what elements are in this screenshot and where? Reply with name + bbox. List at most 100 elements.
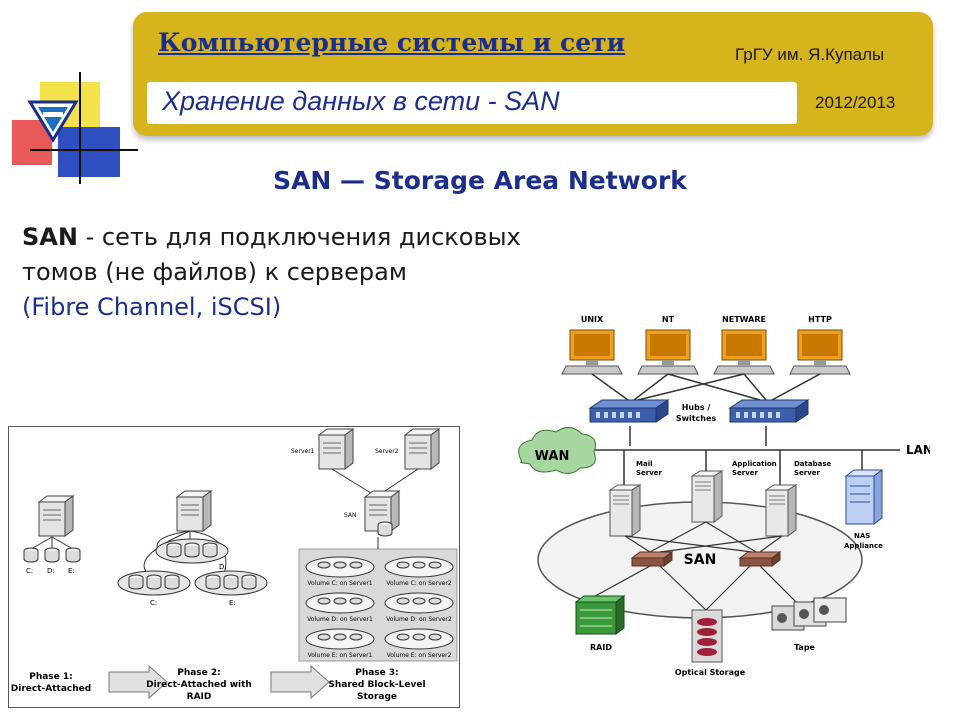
nas-label-2: Appliance — [844, 542, 883, 550]
raid-d-label: D: — [219, 563, 227, 571]
raid-e-label: E: — [229, 599, 236, 607]
raid-c-label: C: — [150, 599, 157, 607]
phase1-drive-d: D: — [47, 567, 55, 575]
tape-storage-icon — [771, 597, 847, 631]
volume-disk-icon — [428, 633, 442, 641]
university-name: ГрГУ им. Я.Купалы — [735, 45, 885, 64]
volume-disk-icon — [412, 597, 426, 605]
phase2-line2: Direct-Attached with — [146, 680, 252, 690]
san-switch-1-icon — [631, 551, 673, 567]
definition-text-2: томов (не файлов) к серверам — [22, 258, 407, 286]
raid-label: RAID — [590, 643, 612, 652]
volume-disk-icon — [333, 597, 347, 605]
university-logo-icon — [12, 72, 138, 184]
raid-storage-icon — [574, 595, 626, 635]
volume-disk-icon — [412, 561, 426, 569]
optical-storage-label: Optical Storage — [675, 668, 746, 677]
phase3-line3: Storage — [357, 692, 397, 702]
raid-d-disk-icon — [184, 542, 200, 558]
client-label-netware: NETWARE — [722, 315, 766, 324]
phase3-line2: Shared Block-Level — [328, 680, 425, 690]
volume-group: Volume E: on Server2 — [384, 628, 454, 659]
volume-disk-icon — [349, 597, 363, 605]
volume-disk-icon — [428, 561, 442, 569]
volume-disk-icon — [428, 597, 442, 605]
volume-disk-icon — [333, 633, 347, 641]
definition-technologies: (Fibre Channel, iSCSI) — [22, 293, 282, 321]
phase3-title: Phase 3: — [355, 668, 399, 678]
raid-c-disk-icon — [128, 574, 144, 590]
phase1-title: Phase 1: — [29, 672, 73, 682]
definition-term: SAN — [22, 223, 78, 251]
course-title: Компьютерные системы и сети — [158, 28, 626, 57]
nt-computer-icon — [637, 329, 699, 375]
phase2-line3: RAID — [187, 692, 212, 702]
san-definition: SAN - сеть для подключения дисковых томо… — [22, 220, 642, 325]
nas-appliance-icon — [844, 469, 884, 525]
volume-disk-icon — [396, 633, 410, 641]
volume-group: Volume D: on Server2 — [384, 592, 454, 623]
phase2-server-icon — [176, 490, 212, 532]
volume-label: Volume C: on Server1 — [307, 580, 372, 587]
nas-label-1: NAS — [854, 532, 870, 540]
mail-server-icon — [609, 484, 641, 537]
raid-e-disk-icon — [241, 574, 257, 590]
definition-text-1: - сеть для подключения дисковых — [77, 223, 521, 251]
phase1-disk-e-icon — [65, 547, 81, 563]
san-label: SAN — [684, 552, 717, 568]
volume-label: Volume C: on Server2 — [386, 580, 451, 587]
topic-title: Хранение данных в сети - SAN — [162, 86, 560, 116]
volume-group: Volume E: on Server1 — [305, 628, 375, 659]
volumes-grid: Volume C: on Server1 Volume C: on Server2… — [305, 556, 454, 659]
mail-server-label-2: Server — [636, 469, 663, 477]
db-server-label-1: Database — [794, 460, 832, 468]
san-network-diagram: UNIX NT NETWARE HTTP Hubs / Switches WAN… — [518, 315, 930, 677]
wan-cloud-icon — [518, 427, 596, 474]
app-server-label-1: Application — [732, 460, 777, 468]
san-small-label: SAN — [344, 512, 357, 519]
academic-year: 2012/2013 — [815, 93, 896, 112]
volume-disk-icon — [317, 633, 331, 641]
phase2-title: Phase 2: — [177, 668, 221, 678]
app-server-label-2: Server — [732, 469, 759, 477]
volume-disk-icon — [349, 561, 363, 569]
volume-label: Volume D: on Server1 — [307, 616, 373, 623]
http-computer-icon — [789, 329, 851, 375]
hub-switch-2-icon — [729, 399, 809, 423]
phase1-drive-c: C: — [26, 567, 33, 575]
san-disk-icon — [377, 521, 393, 537]
server2-icon — [404, 428, 440, 470]
volume-group: Volume D: on Server1 — [305, 592, 375, 623]
volume-disk-icon — [396, 597, 410, 605]
volume-label: Volume E: on Server2 — [387, 652, 452, 659]
phase1-name: Direct-Attached — [11, 684, 91, 694]
hubs-label-2: Switches — [676, 414, 717, 423]
volume-label: Volume E: on Server1 — [308, 652, 373, 659]
server1-label: Server1 — [291, 448, 315, 455]
server2-label: Server2 — [375, 448, 399, 455]
server1-icon — [318, 428, 354, 470]
raid-c-disk-icon — [146, 574, 162, 590]
san-switch-2-icon — [739, 551, 781, 567]
topic-box — [147, 82, 797, 124]
volume-group: Volume C: on Server1 — [305, 556, 375, 587]
optical-storage-icon — [691, 609, 723, 663]
wan-label: WAN — [535, 449, 570, 464]
unix-computer-icon — [561, 329, 623, 375]
client-label-http: HTTP — [808, 315, 832, 324]
volume-disk-icon — [333, 561, 347, 569]
application-server-icon — [691, 470, 723, 523]
storage-phases-diagram: C: D: E: D: C: E: Server1 Server2 SAN Vo… — [8, 426, 460, 708]
phase-arrow-2-icon — [270, 665, 330, 699]
volume-disk-icon — [412, 633, 426, 641]
lan-label: LAN — [906, 443, 930, 457]
client-label-nt: NT — [662, 315, 675, 324]
volume-disk-icon — [396, 561, 410, 569]
volume-disk-icon — [317, 561, 331, 569]
volume-label: Volume D: on Server2 — [386, 616, 452, 623]
database-server-icon — [765, 484, 797, 537]
raid-e-disk-icon — [223, 574, 239, 590]
client-computers: UNIX NT NETWARE HTTP — [561, 315, 851, 375]
phase1-disk-d-icon — [44, 547, 60, 563]
volume-group: Volume C: on Server2 — [384, 556, 454, 587]
